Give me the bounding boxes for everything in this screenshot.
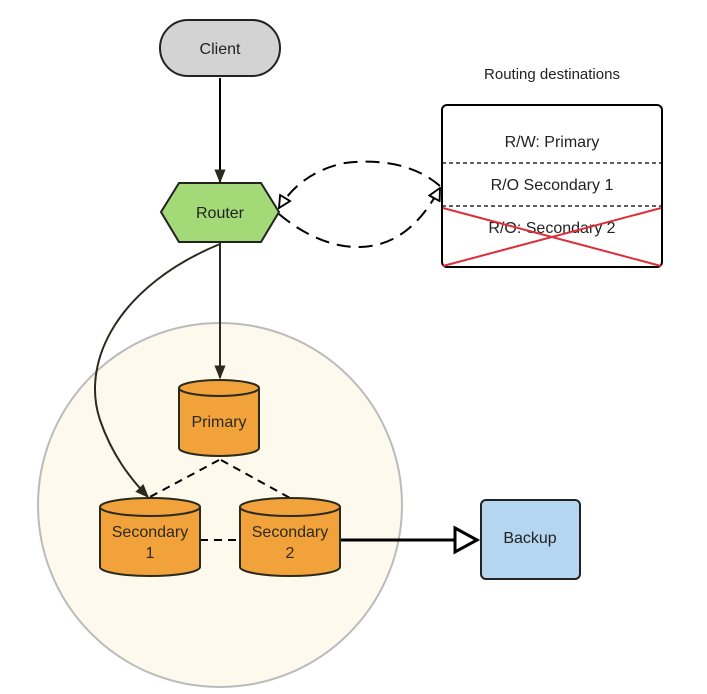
- routing-table: R/W: Primary R/O Secondary 1 R/O: Second…: [441, 104, 663, 268]
- node-primary-label: Primary: [191, 414, 246, 431]
- routing-destinations-title: Routing destinations: [484, 66, 620, 83]
- node-secondary2-label-line2: 2: [286, 545, 295, 562]
- node-primary[interactable]: Primary: [178, 379, 260, 457]
- node-router[interactable]: Router: [159, 182, 281, 243]
- node-secondary2-label-line1: Secondary: [252, 524, 329, 541]
- node-router-label: Router: [196, 205, 245, 222]
- node-secondary1[interactable]: Secondary 1: [99, 497, 201, 577]
- routing-row-ro-secondary1: R/O Secondary 1: [491, 177, 614, 194]
- edge-router-to-table: [278, 188, 440, 249]
- node-secondary1-label-line2: 1: [146, 545, 155, 562]
- node-secondary2[interactable]: Secondary 2: [239, 497, 341, 577]
- routing-row-rw-primary: R/W: Primary: [505, 134, 600, 151]
- cross-out-line: [442, 207, 662, 267]
- node-backup-label: Backup: [503, 530, 556, 547]
- routing-row-ro-secondary2: R/O: Secondary 2: [488, 220, 615, 237]
- edge-router-secondary1: [94, 243, 221, 499]
- node-client[interactable]: Client: [159, 19, 281, 77]
- arrow-open-triangle-icon: [453, 525, 481, 555]
- node-backup[interactable]: Backup: [480, 499, 581, 580]
- node-client-label: Client: [200, 41, 241, 58]
- node-secondary1-label-line1: Secondary: [112, 524, 189, 541]
- edge-table-to-router: [279, 160, 441, 208]
